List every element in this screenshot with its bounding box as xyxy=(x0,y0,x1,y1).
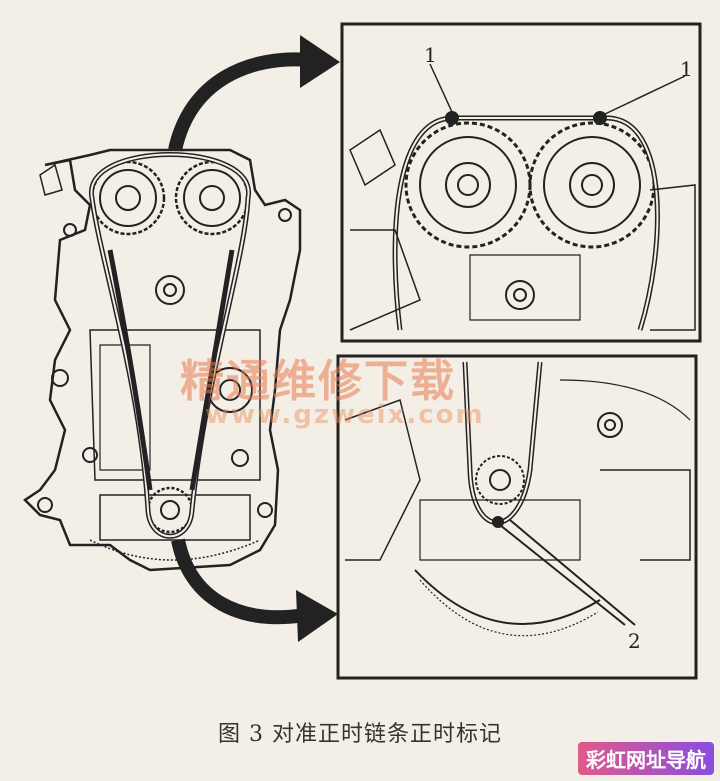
watermark-text: 精通维修下载 xyxy=(180,356,456,407)
callout-1-right: 1 xyxy=(680,57,693,81)
callout-2: 2 xyxy=(628,629,641,653)
figure-caption: 图 3 对准正时链条正时标记 xyxy=(218,722,502,747)
top-detail-panel xyxy=(340,22,702,343)
arrow-to-bottom-detail xyxy=(171,538,338,642)
bottom-detail-panel xyxy=(336,354,698,680)
engine-front-view xyxy=(23,148,302,572)
brand-logo: 彩虹网址导航 xyxy=(578,742,714,775)
watermark-url: www.gzweix.com xyxy=(205,400,485,430)
callout-1-left: 1 xyxy=(424,43,437,67)
arrow-to-top-detail xyxy=(168,35,340,152)
